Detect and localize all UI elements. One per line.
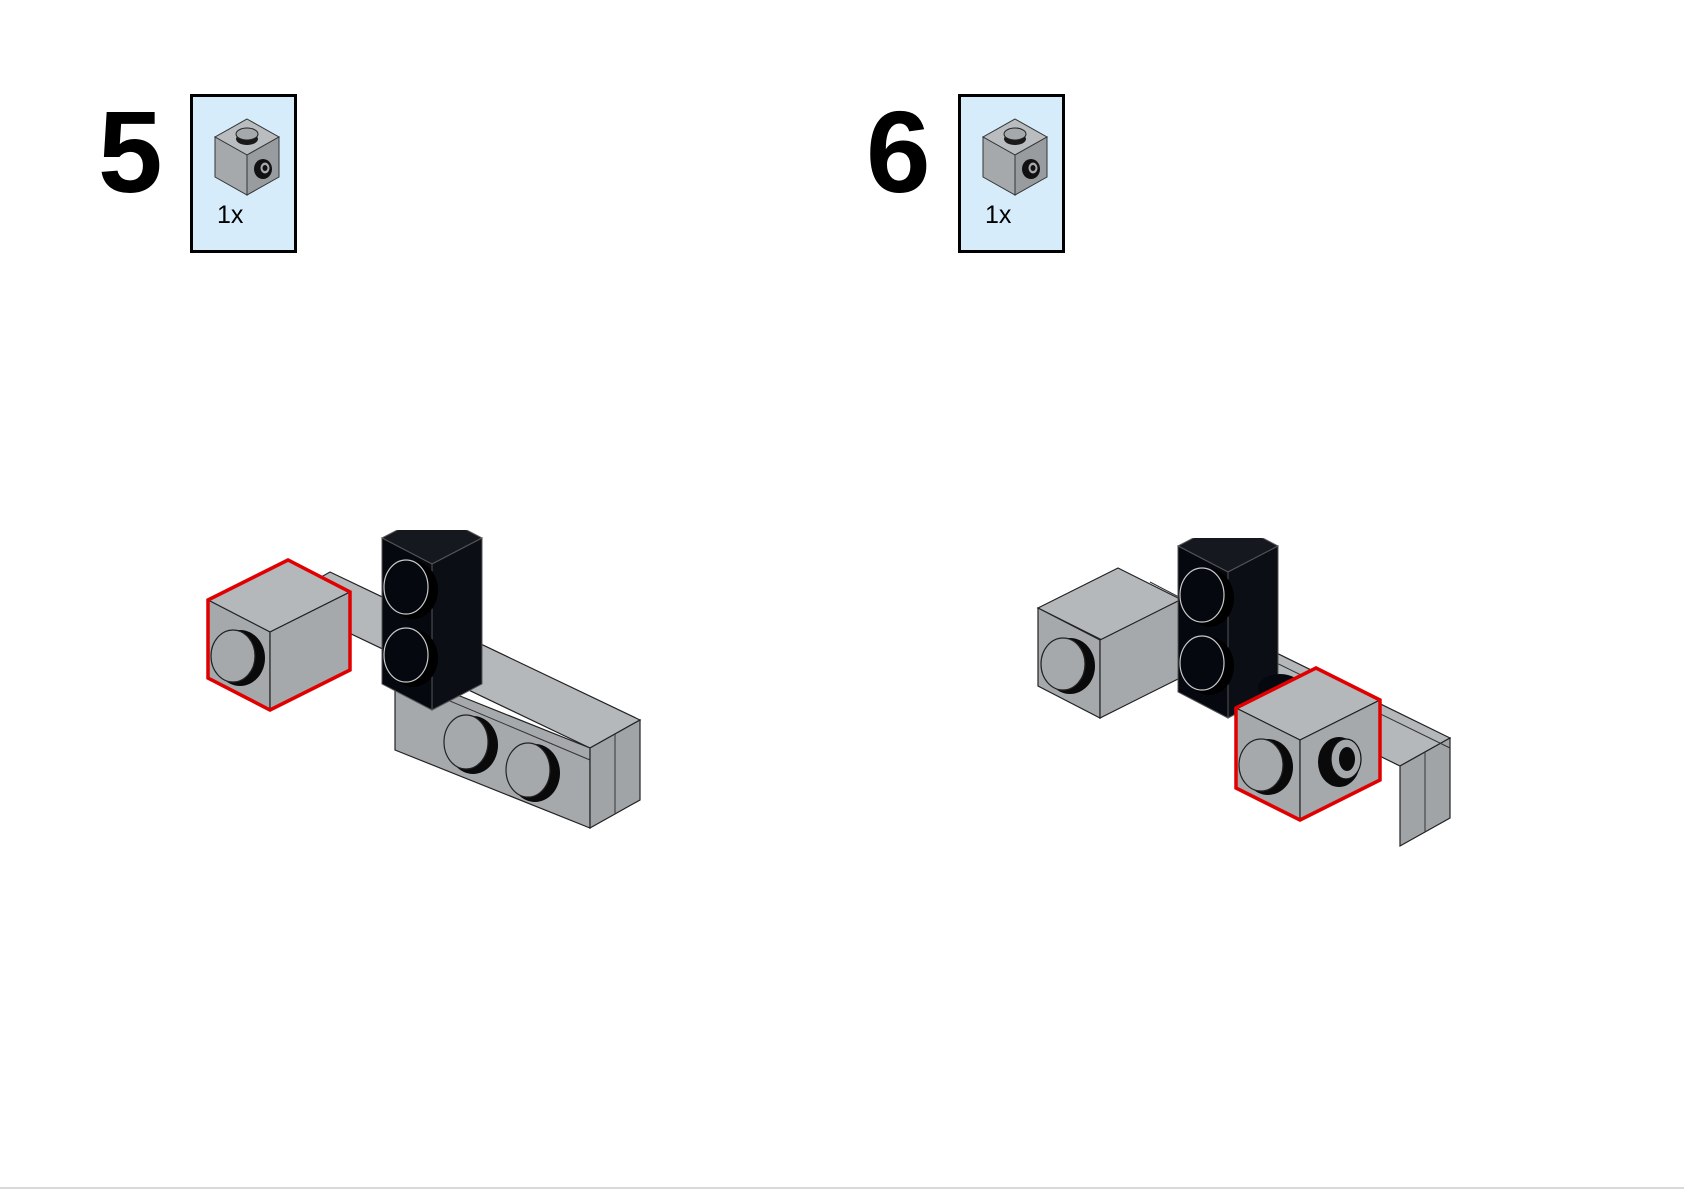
stud-icon	[383, 627, 438, 687]
highlight-outline	[206, 558, 352, 712]
stud-icon	[210, 629, 265, 686]
highlight-outline	[1234, 666, 1382, 822]
stud-icon	[383, 559, 438, 619]
part-quantity: 1x	[217, 201, 244, 229]
stud-icon	[1179, 567, 1234, 627]
hollow-side-stud-icon	[1318, 737, 1362, 787]
part-quantity: 1x	[985, 201, 1012, 229]
brick-1x1-with-side-stud-icon	[213, 118, 281, 196]
step-6-model	[1036, 538, 1452, 848]
page-divider	[0, 1187, 1684, 1189]
step-number: 6	[866, 87, 931, 217]
black-plate-side	[431, 537, 483, 711]
parts-callout: 1x	[958, 94, 1065, 253]
stud-icon	[1238, 738, 1293, 795]
step-number: 5	[98, 87, 163, 217]
step-5-model	[206, 530, 642, 830]
stud-icon	[505, 742, 560, 802]
parts-callout: 1x	[190, 94, 297, 253]
stud-icon	[1040, 637, 1095, 694]
stud-icon	[443, 714, 498, 774]
brick-1x1-with-side-stud-icon	[981, 118, 1049, 196]
stud-icon	[1179, 635, 1234, 695]
